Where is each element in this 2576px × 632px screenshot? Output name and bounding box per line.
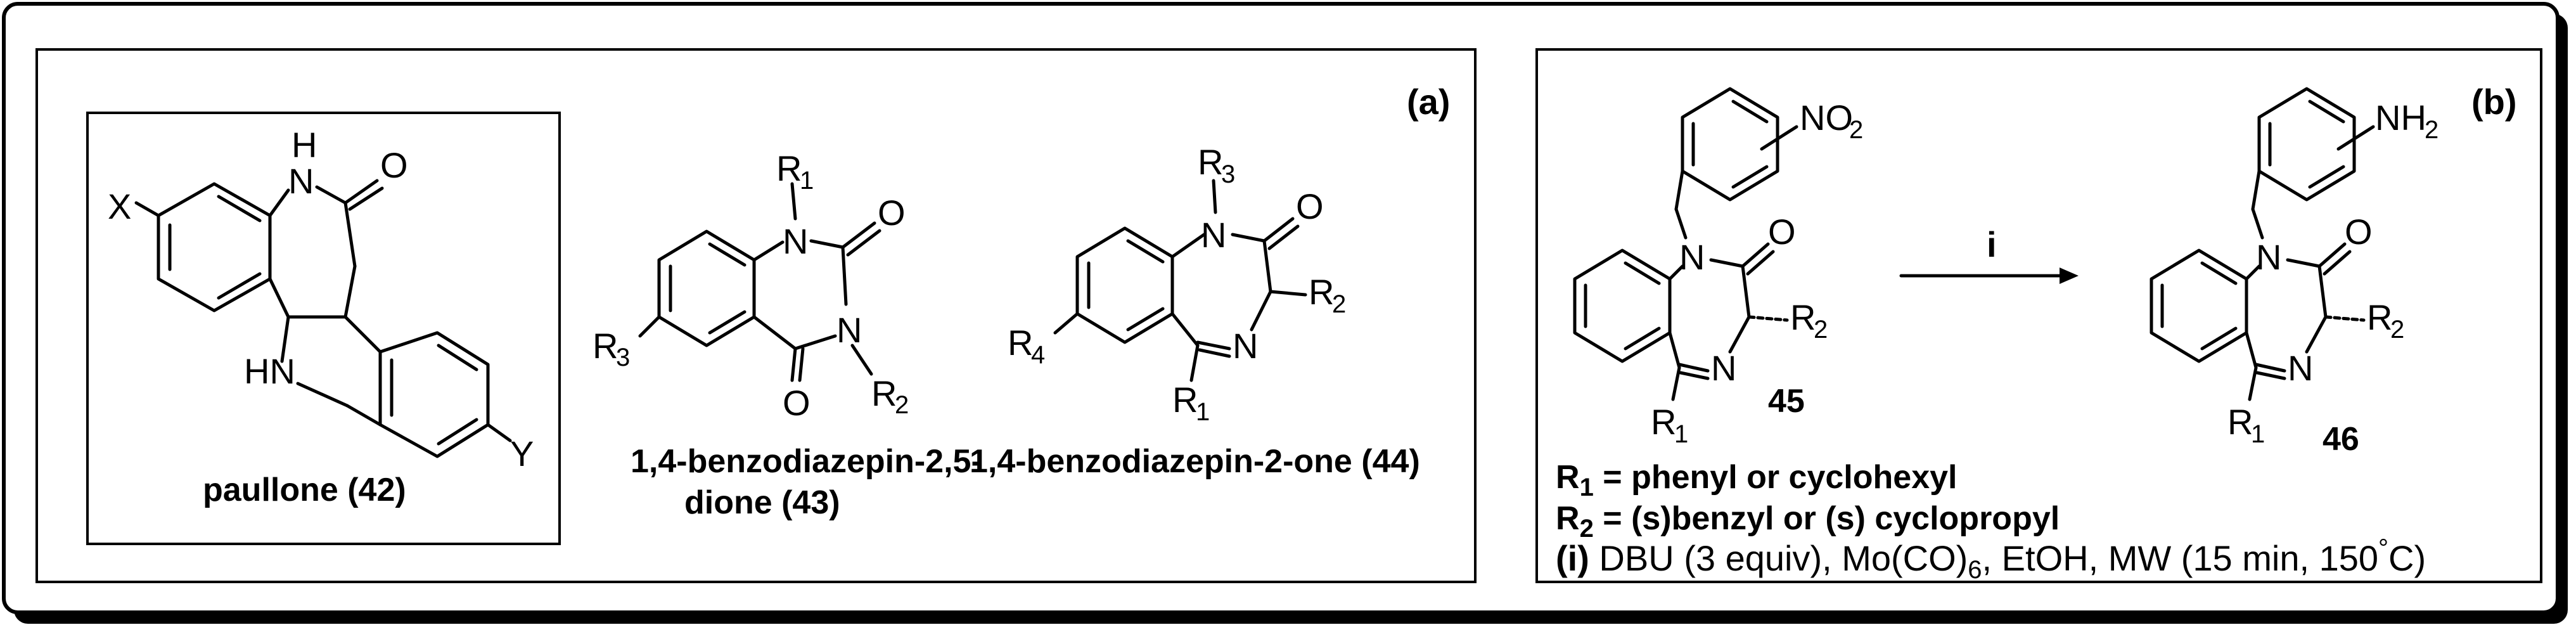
c46-nh2-sub: 2 (2425, 116, 2438, 144)
compound-45: NO 2 N O R 2 N R 1 4 (1573, 87, 1863, 448)
one-r3-sub: 3 (1221, 160, 1235, 188)
c45-r2: R (1790, 297, 1816, 337)
outer-frame (2, 2, 2560, 614)
one-o: O (1296, 186, 1324, 226)
r1-definition: R1 = phenyl or cyclohexyl (1556, 459, 1958, 501)
panel-b: (b) NO 2 N O R 2 (1535, 48, 2542, 584)
panel-a-tag: (a) (1407, 82, 1450, 122)
c46-n1: N (2256, 237, 2281, 277)
dione-r3: R (593, 326, 618, 366)
dione-r2: R (871, 373, 897, 413)
c46-n4: N (2288, 348, 2313, 388)
panel-b-tag: (b) (2471, 82, 2517, 122)
reaction-arrow: i (1899, 224, 2079, 284)
paullone-box (86, 112, 561, 545)
one-r1-sub: 1 (1196, 398, 1210, 426)
bzd-dione-structure: N R 1 O N R 2 O R 3 1,4-benzodiazepin-2,… (593, 148, 982, 521)
dione-r1: R (776, 148, 802, 188)
panel-a-frame (35, 48, 1477, 583)
paullone-x: X (108, 186, 131, 226)
c45-r1-sub: 1 (1674, 420, 1688, 448)
dione-r1-sub: 1 (800, 167, 814, 195)
arrow-head (2060, 268, 2079, 284)
c45-no2: NO (1800, 98, 1853, 138)
paullone-hn: HN (244, 351, 295, 391)
one-r4-sub: 4 (1031, 341, 1045, 369)
one-r1: R (1172, 380, 1198, 420)
dione-n1: N (783, 221, 808, 261)
dione-n4: N (836, 310, 862, 350)
c46-o: O (2345, 212, 2373, 252)
paullone-caption: paullone (42) (203, 472, 406, 508)
c46-number: 46 (2323, 421, 2359, 458)
dione-o5: O (783, 383, 811, 423)
one-n4: N (1233, 326, 1258, 366)
dione-r2-sub: 2 (895, 391, 909, 419)
panel-a: (a) X N H O HN (35, 48, 1477, 583)
one-r3: R (1198, 142, 1223, 182)
c46-r2: R (2367, 297, 2392, 337)
panel-b-frame (1535, 48, 2542, 583)
c46-r2-sub: 2 (2390, 316, 2404, 344)
paullone-o: O (380, 145, 408, 185)
c45-r1: R (1651, 402, 1676, 442)
c46-r1: R (2227, 402, 2253, 442)
c45-n4: N (1711, 348, 1736, 388)
bzd-one-structure: N R 3 O R 2 N R 1 R 4 1,4-benzodiazepin-… (970, 142, 1420, 480)
c45-n1: N (1679, 237, 1705, 277)
c45-o: O (1768, 212, 1796, 252)
dione-r3-sub: 3 (616, 344, 630, 371)
dione-caption-1: 1,4-benzodiazepin-2,5- (631, 443, 982, 480)
compound-46: NH 2 N O R 2 N R 1 46 (2150, 87, 2438, 458)
c46-r1-sub: 1 (2251, 420, 2265, 448)
arrow-label: i (1987, 224, 1997, 264)
r2-definition: R2 = (s)benzyl or (s) cyclopropyl (1556, 500, 2060, 543)
one-r2: R (1309, 272, 1334, 312)
c45-number: 45 (1768, 383, 1805, 420)
reaction-conditions: (i) DBU (3 equiv), Mo(CO)6, EtOH, MW (15… (1556, 534, 2426, 584)
paullone-structure: X N H O HN Y paul (86, 112, 561, 545)
one-caption: 1,4-benzodiazepin-2-one (44) (970, 443, 1420, 480)
paullone-n: N (288, 161, 314, 201)
paullone-y: Y (510, 434, 534, 474)
one-r2-sub: 2 (1332, 290, 1346, 318)
c46-nh2: NH (2375, 98, 2426, 138)
c45-no2-sub: 2 (1849, 116, 1863, 144)
dione-caption-2: dione (43) (684, 484, 840, 521)
dione-o2: O (878, 193, 906, 233)
paullone-h: H (292, 125, 317, 165)
one-n1: N (1201, 215, 1226, 255)
c45-r2-sub: 2 (1814, 316, 1828, 344)
one-r4: R (1008, 323, 1033, 363)
